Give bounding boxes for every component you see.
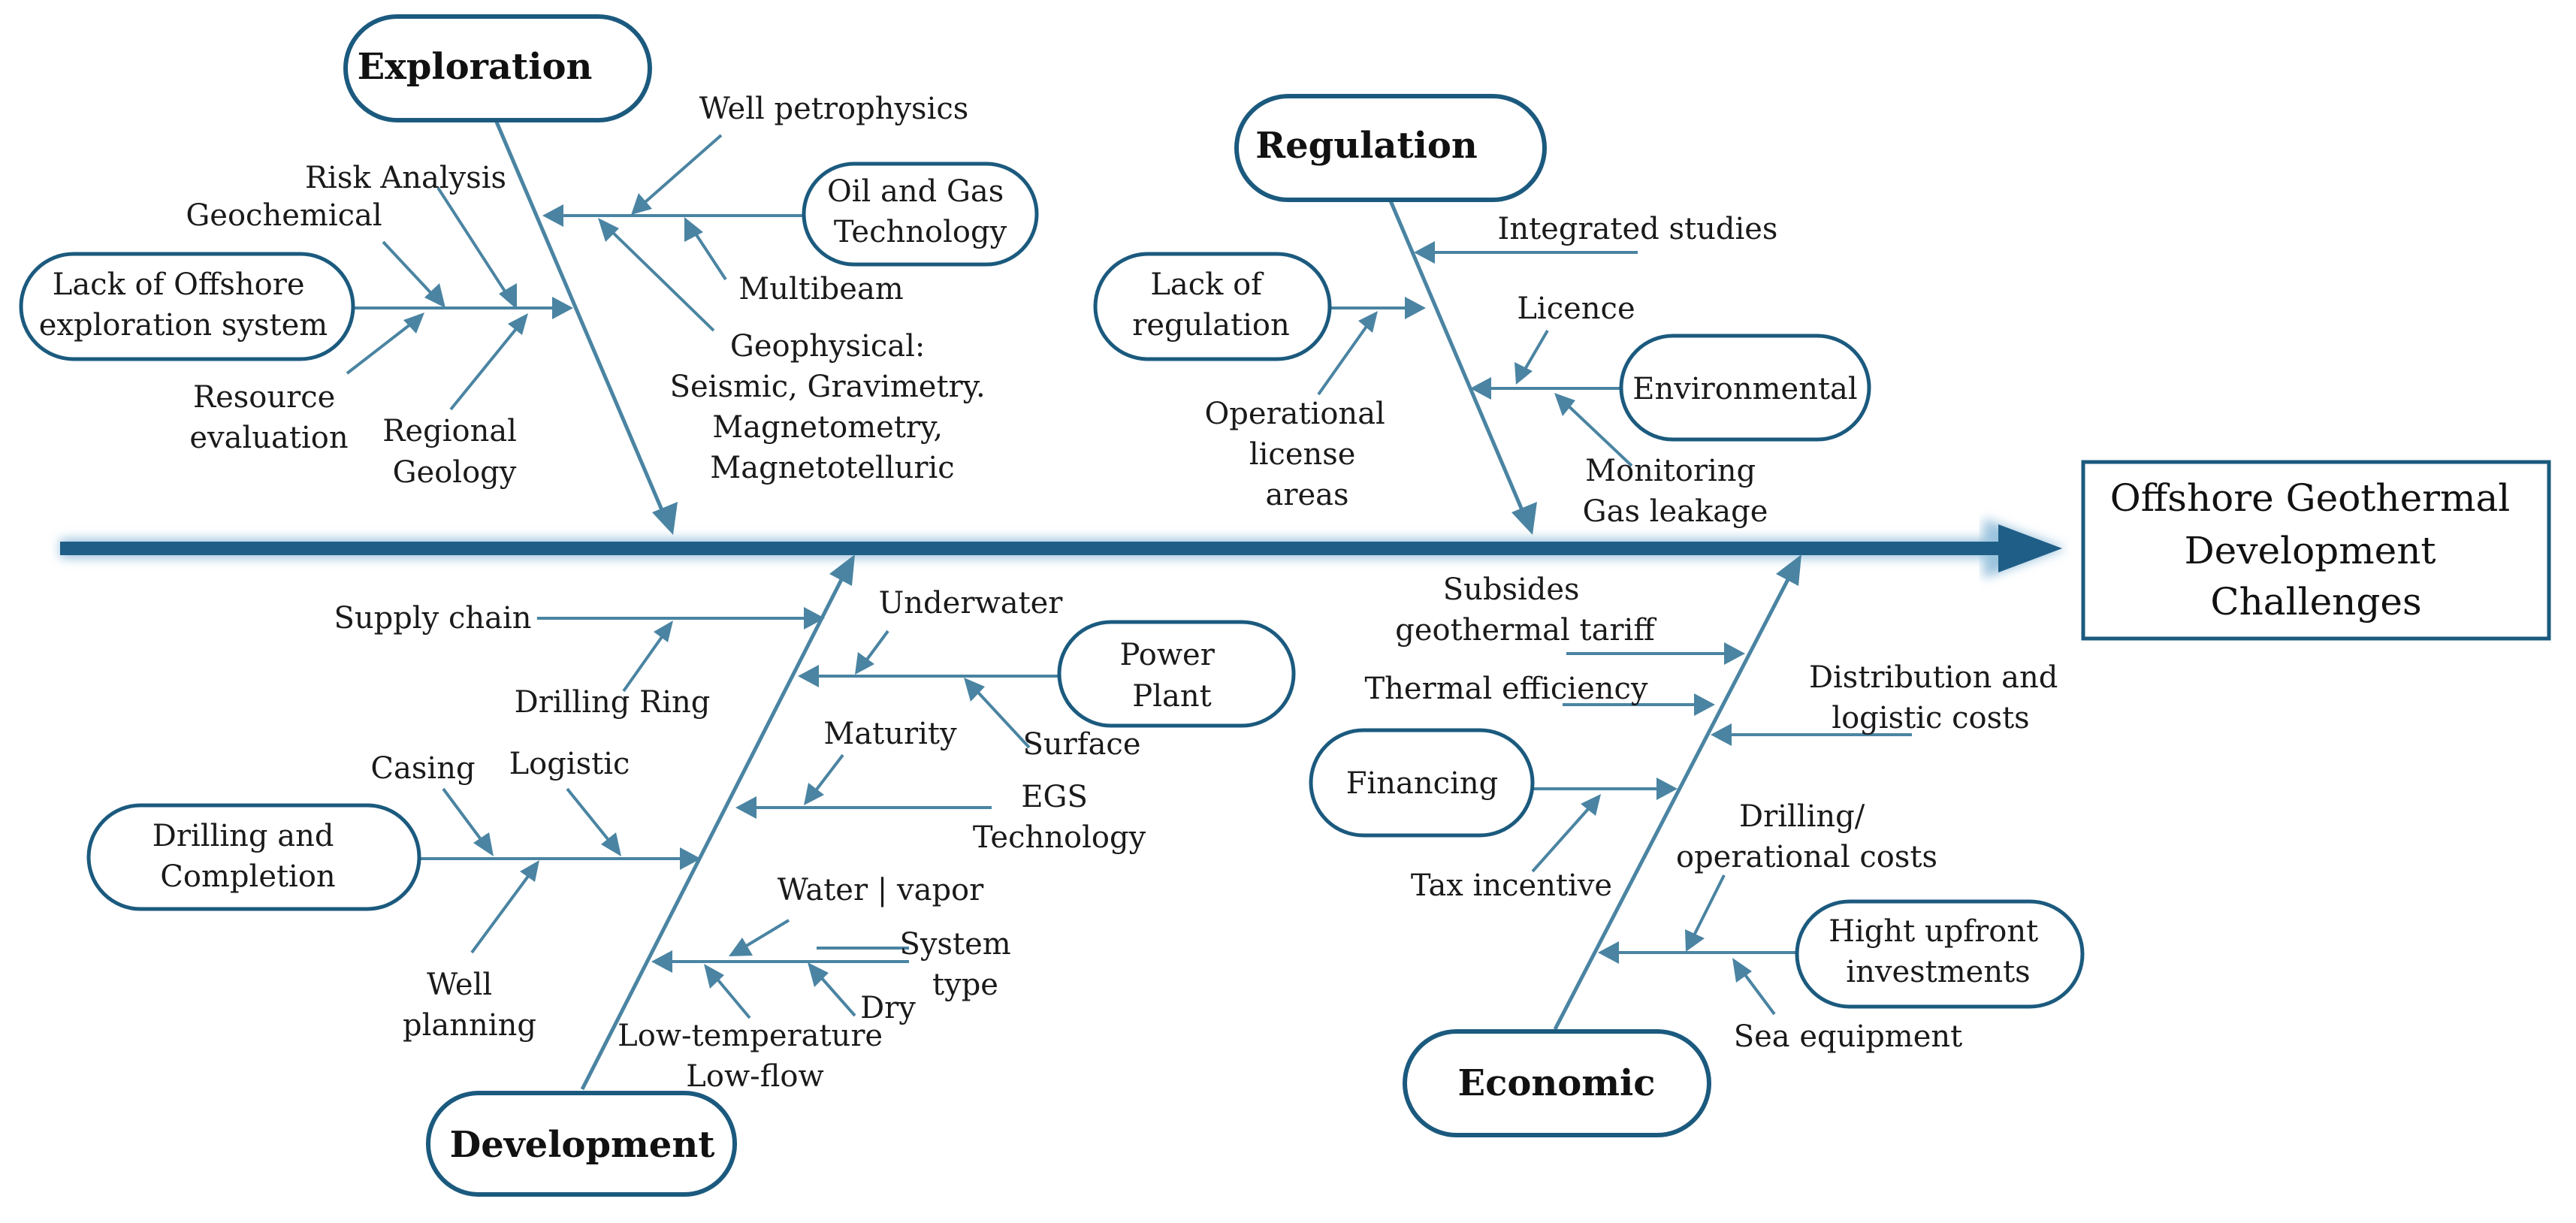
label-subsides: Subsides geothermal tariff xyxy=(1395,572,1656,648)
pill-environmental: Environmental xyxy=(1619,334,1871,442)
pill-lack-regulation: Lack of regulation xyxy=(1093,252,1332,361)
svg-text:Power Plant: Power Plant xyxy=(1119,638,1224,714)
main-spine xyxy=(60,518,2066,578)
label-casing: Casing xyxy=(370,751,475,786)
label-system-type: System type xyxy=(900,927,1021,1002)
label-well-petrophysics: Well petrophysics xyxy=(699,92,969,126)
pill-lack-offshore: Lack of Offshore exploration system xyxy=(19,252,355,361)
head-text: Offshore Geothermal Development Challeng… xyxy=(2110,476,2522,624)
label-integrated-studies: Integrated studies xyxy=(1498,212,1778,246)
svg-text:Drilling and Completion: Drilling and Completion xyxy=(153,819,343,894)
pill-power-plant: Power Plant xyxy=(1057,620,1296,728)
label-multibeam: Multibeam xyxy=(738,272,903,307)
pill-financing: Financing xyxy=(1309,728,1535,838)
pill-drilling-completion: Drilling and Completion xyxy=(86,803,421,911)
labels: Well petrophysics Risk Analysis Geochemi… xyxy=(186,92,2067,1094)
label-egs: EGS Technology xyxy=(973,780,1146,855)
category-regulation: Regulation xyxy=(1234,94,1547,202)
label-dry: Dry xyxy=(860,991,916,1025)
label-surface: Surface xyxy=(1022,727,1140,762)
label-operational-license: Operational license areas xyxy=(1204,397,1394,512)
svg-text:Hight upfront investment: Hight upfront investments xyxy=(1829,914,2048,989)
pill-oil-gas: Oil and Gas Technology xyxy=(802,162,1039,267)
label-drilling-costs: Drilling/ operational costs xyxy=(1676,799,1937,874)
svg-text:Financing: Financing xyxy=(1346,766,1498,801)
svg-text:Exploration: Exploration xyxy=(358,46,593,88)
svg-text:Oil and Gas Technology: Oil and Gas Technology xyxy=(827,174,1013,249)
label-distribution: Distribution and logistic costs xyxy=(1809,660,2067,735)
label-monitoring: Monitoring Gas leakage xyxy=(1583,454,1768,529)
sub-branches xyxy=(346,134,1912,1019)
label-risk-analysis: Risk Analysis xyxy=(305,161,506,195)
label-well-planning: Well planning xyxy=(403,968,536,1043)
label-regional-geology: Regional Geology xyxy=(382,414,526,490)
label-low-temp: Low-temperature Low-flow xyxy=(618,1019,892,1094)
label-water-vapor: Water | vapor xyxy=(778,873,984,907)
category-economic: Economic xyxy=(1403,1029,1711,1137)
svg-text:Development: Development xyxy=(450,1124,715,1166)
label-resource-evaluation: Resource evaluation xyxy=(189,380,348,455)
svg-text:Regulation: Regulation xyxy=(1255,125,1478,167)
label-geochemical: Geochemical xyxy=(186,198,382,233)
label-sea-equipment: Sea equipment xyxy=(1734,1019,1963,1054)
label-logistic: Logistic xyxy=(509,747,630,781)
svg-text:Environmental: Environmental xyxy=(1632,372,1857,406)
label-tax-incentive: Tax incentive xyxy=(1411,868,1612,903)
main-bones xyxy=(494,119,1801,1091)
label-geophysical: Geophysical: Seismic, Gravimetry. Magnet… xyxy=(670,329,995,485)
label-maturity: Maturity xyxy=(823,717,957,751)
category-exploration: Exploration xyxy=(343,14,652,122)
pill-upfront: Hight upfront investments xyxy=(1795,899,2085,1009)
svg-text:Economic: Economic xyxy=(1458,1062,1656,1104)
label-underwater: Underwater xyxy=(879,586,1064,621)
label-drilling-ring: Drilling Ring xyxy=(515,685,711,720)
label-licence: Licence xyxy=(1517,291,1635,326)
svg-text:Lack of Offshore explora: Lack of Offshore exploration system xyxy=(39,267,328,343)
svg-text:Lack of regulation: Lack of regulation xyxy=(1132,267,1290,343)
head-box: Offshore Geothermal Development Challeng… xyxy=(2081,460,2551,641)
category-development: Development xyxy=(426,1091,737,1197)
label-supply-chain: Supply chain xyxy=(334,601,531,636)
label-thermal-efficiency: Thermal efficiency xyxy=(1364,672,1647,706)
